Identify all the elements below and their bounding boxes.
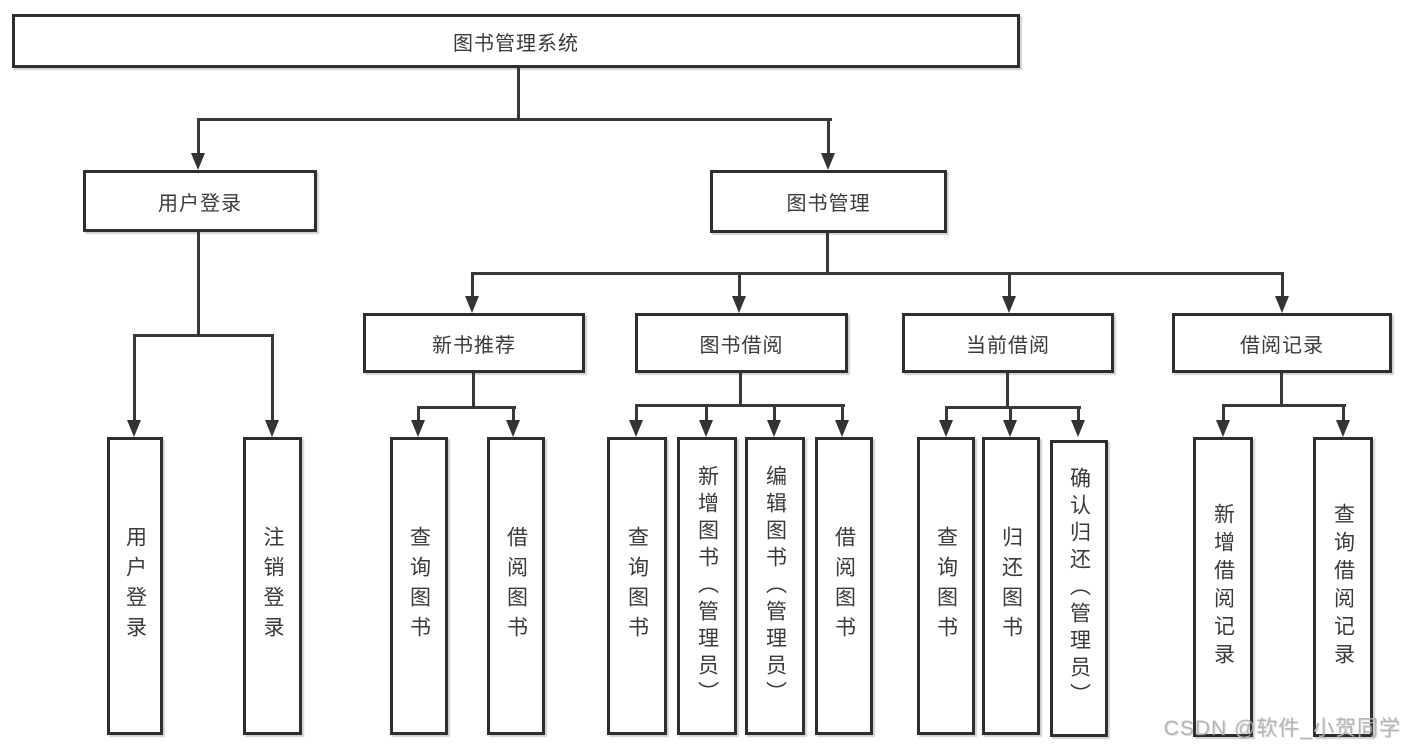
arrow-down-icon <box>506 420 520 437</box>
connector-line <box>471 272 474 300</box>
arrow-down-icon <box>939 420 953 437</box>
leaf-borrow-book-recommend: 借阅图书 <box>487 437 545 735</box>
node-root: 图书管理系统 <box>12 14 1020 68</box>
connector-line <box>1222 404 1225 422</box>
leaf-logout-login: 注销登录 <box>243 437 302 735</box>
arrow-down-icon <box>127 420 141 437</box>
leaf-borrow-book: 借阅图书 <box>815 437 873 735</box>
arrow-down-icon <box>699 420 713 437</box>
connector-line <box>472 373 475 406</box>
leaf-label: 借阅图书 <box>504 526 528 646</box>
connector-line <box>739 373 742 404</box>
connector-line <box>471 272 1284 275</box>
connector-line <box>1009 406 1012 422</box>
arrow-down-icon <box>1071 420 1085 437</box>
node-book-manage-label: 图书管理 <box>786 193 871 215</box>
connector-line <box>705 404 708 422</box>
connector-line <box>197 118 832 121</box>
connector-line <box>417 406 516 409</box>
leaf-return-book: 归还图书 <box>982 437 1040 735</box>
arrow-down-icon <box>1336 420 1350 437</box>
leaf-label: 新增图书（管理员） <box>695 464 719 708</box>
connector-line <box>773 404 776 422</box>
leaf-user-login-label: 用户登录 <box>123 526 147 646</box>
node-borrow-record-label: 借阅记录 <box>1240 334 1324 357</box>
connector-line <box>841 404 844 422</box>
arrow-down-icon <box>1275 296 1289 313</box>
connector-line <box>738 272 741 300</box>
connector-line <box>826 233 829 272</box>
leaf-label: 查询图书 <box>625 526 649 646</box>
leaf-query-book-current: 查询图书 <box>917 437 975 735</box>
leaf-logout-login-label: 注销登录 <box>261 526 284 646</box>
connector-line <box>1280 373 1283 404</box>
arrow-down-icon <box>835 420 849 437</box>
connector-line <box>1342 404 1345 422</box>
node-new-book-recommend: 新书推荐 <box>363 313 585 373</box>
arrow-down-icon <box>191 153 205 170</box>
arrow-down-icon <box>1216 420 1230 437</box>
connector-line <box>271 334 274 422</box>
node-root-label: 图书管理系统 <box>453 32 579 55</box>
leaf-query-book-recommend: 查询图书 <box>390 437 448 735</box>
connector-line <box>827 118 830 156</box>
connector-line <box>635 404 845 407</box>
leaf-query-book-borrow: 查询图书 <box>607 437 667 735</box>
leaf-label: 查询图书 <box>407 526 431 646</box>
leaf-label: 归还图书 <box>999 526 1023 646</box>
connector-line <box>1077 406 1080 422</box>
node-user-login-label: 用户登录 <box>158 192 242 215</box>
node-book-borrow: 图书借阅 <box>635 313 848 373</box>
leaf-edit-book-admin: 编辑图书（管理员） <box>745 437 805 735</box>
connector-line <box>197 118 200 156</box>
connector-line <box>945 406 1081 409</box>
leaf-label: 新增借阅记录 <box>1211 503 1235 671</box>
connector-line <box>1006 373 1009 406</box>
connector-line <box>417 406 420 422</box>
node-book-borrow-label: 图书借阅 <box>699 334 784 357</box>
connector-line <box>1281 272 1284 300</box>
connector-line <box>512 406 515 422</box>
leaf-label: 编辑图书（管理员） <box>763 464 787 708</box>
leaf-confirm-return-admin: 确认归还（管理员） <box>1050 440 1108 737</box>
arrow-down-icon <box>1002 296 1016 313</box>
arrow-down-icon <box>265 420 279 437</box>
arrow-down-icon <box>629 420 643 437</box>
leaf-add-borrow-record: 新增借阅记录 <box>1193 437 1253 737</box>
node-current-borrow-label: 当前借阅 <box>966 334 1050 357</box>
node-current-borrow: 当前借阅 <box>902 313 1114 373</box>
arrow-down-icon <box>1003 420 1017 437</box>
arrow-down-icon <box>767 420 781 437</box>
arrow-down-icon <box>821 153 835 170</box>
leaf-label: 确认归还（管理员） <box>1067 467 1091 710</box>
connector-line <box>197 232 200 334</box>
arrow-down-icon <box>465 296 479 313</box>
node-borrow-record: 借阅记录 <box>1172 313 1392 373</box>
connector-line <box>133 334 136 422</box>
watermark: CSDN @软件_小贺同学 <box>1163 717 1401 740</box>
leaf-label: 借阅图书 <box>832 526 856 646</box>
connector-line <box>635 404 638 422</box>
connector-line <box>1008 272 1011 300</box>
leaf-label: 查询图书 <box>934 526 958 646</box>
arrow-down-icon <box>732 296 746 313</box>
leaf-user-login: 用户登录 <box>107 437 163 735</box>
leaf-query-borrow-record: 查询借阅记录 <box>1313 437 1373 737</box>
node-book-manage: 图书管理 <box>710 170 947 233</box>
connector-line <box>945 406 948 422</box>
connector-line <box>133 334 274 337</box>
connector-line <box>1222 404 1346 407</box>
leaf-label: 查询借阅记录 <box>1331 503 1355 671</box>
connector-line <box>517 68 520 118</box>
arrow-down-icon <box>411 420 425 437</box>
node-new-book-recommend-label: 新书推荐 <box>432 334 516 357</box>
leaf-add-book-admin: 新增图书（管理员） <box>677 437 737 735</box>
node-user-login: 用户登录 <box>83 170 317 232</box>
